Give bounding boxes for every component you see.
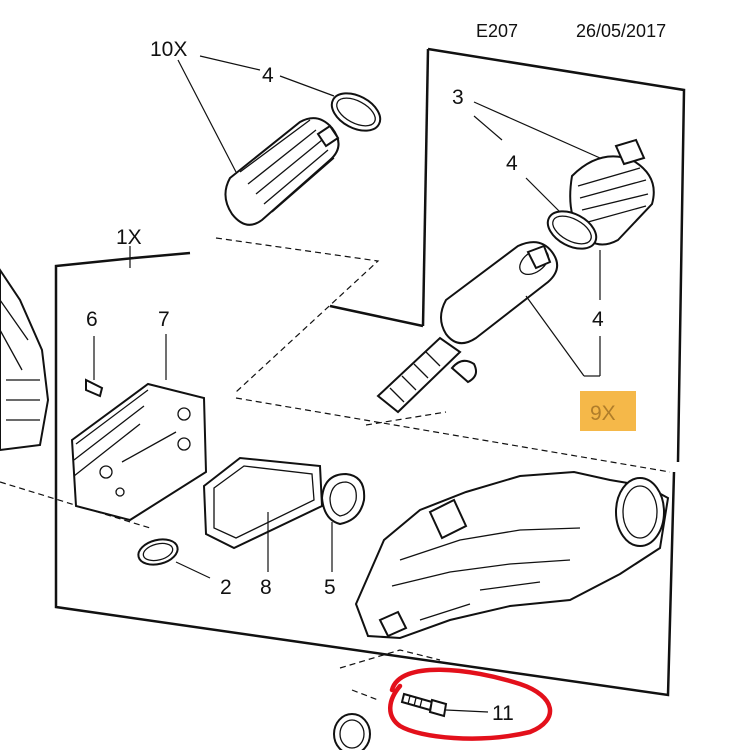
leader-2	[175, 561, 211, 579]
diagram-date: 26/05/2017	[576, 21, 666, 41]
housing-filter-port	[615, 477, 665, 547]
dashed-guide-valve	[365, 411, 447, 426]
filter-cartridge	[440, 241, 559, 345]
assembly-frame-9x-left	[421, 48, 430, 327]
red-circle-mark	[388, 667, 553, 741]
cooler-gasket	[202, 456, 324, 550]
valve-spring	[376, 336, 477, 414]
oil-filter-element	[224, 117, 340, 226]
callout-5[interactable]: 5	[324, 576, 336, 599]
callout-3[interactable]: 3	[452, 86, 464, 109]
callout-9x-highlight	[580, 391, 636, 431]
callout-4-right[interactable]: 4	[592, 308, 604, 331]
callout-1x[interactable]: 1X	[116, 226, 142, 249]
assembly-frame-9x	[427, 47, 686, 463]
callout-11[interactable]: 11	[492, 702, 514, 725]
filter-housing-cover	[569, 138, 655, 246]
assembly-frame-1x	[54, 256, 676, 697]
oring-mid	[546, 210, 598, 250]
assembly-frame-1x-join	[329, 304, 424, 328]
dashed-guide-seal	[351, 689, 379, 701]
callout-7[interactable]: 7	[158, 308, 170, 331]
leader-4-mid	[525, 177, 561, 213]
callout-2[interactable]: 2	[220, 576, 232, 599]
bottom-seal	[333, 713, 371, 750]
callout-6[interactable]: 6	[86, 308, 98, 331]
housing-bolt	[400, 692, 448, 718]
dashed-guide-bolt	[339, 649, 441, 669]
leader-3-cover	[473, 101, 601, 159]
engine-block-fragment	[0, 268, 50, 452]
small-seal	[320, 472, 366, 526]
oil-filter-housing	[354, 470, 670, 640]
callout-10x[interactable]: 10X	[150, 38, 187, 61]
screw-6	[85, 378, 104, 398]
leader-4-top	[279, 75, 335, 97]
callout-9x[interactable]: 9X	[590, 402, 616, 425]
callout-8[interactable]: 8	[260, 576, 272, 599]
leader-10x-4	[199, 55, 261, 71]
oring-mid-inner	[552, 215, 592, 245]
oring-top	[330, 92, 382, 132]
oring-2	[137, 538, 179, 566]
dashed-guide-left	[0, 481, 151, 529]
dashed-guide-housing	[235, 397, 671, 473]
leader-3-4	[473, 115, 503, 141]
leader-9x-cartridge	[525, 295, 585, 377]
leader-10x	[177, 59, 237, 173]
diagram-code: E207	[476, 21, 518, 41]
oring-2-inner	[142, 542, 174, 562]
callout-4-mid[interactable]: 4	[506, 152, 518, 175]
assembly-frame-1x-top	[133, 251, 191, 260]
callout-4-top[interactable]: 4	[262, 64, 274, 87]
oil-cooler	[70, 382, 208, 522]
dashed-guide-filter	[215, 237, 380, 393]
leader-11	[445, 709, 489, 713]
oring-top-inner	[336, 97, 376, 127]
